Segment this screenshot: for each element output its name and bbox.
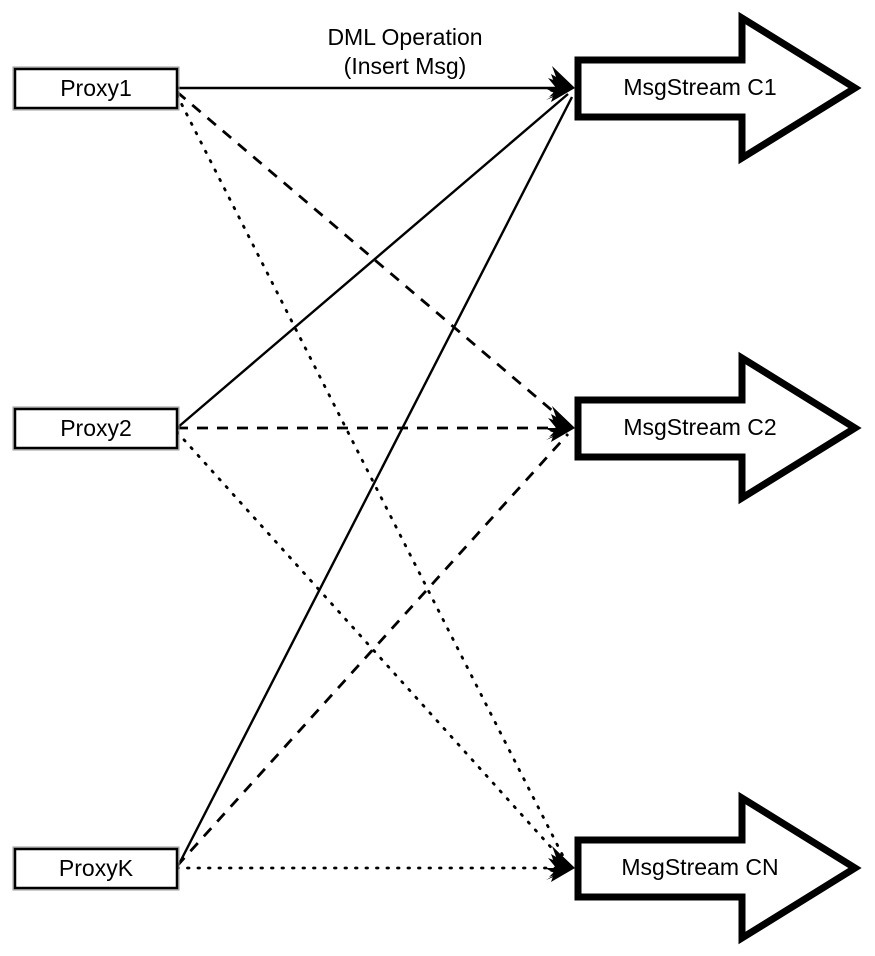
edge-proxy1-c2 (176, 90, 569, 426)
edge-caption-line1: DML Operation (327, 24, 482, 50)
proxy-node-proxy2[interactable]: Proxy2 (12, 406, 180, 451)
proxy-node-proxyk[interactable]: ProxyK (12, 846, 180, 891)
stream-node-cn[interactable]: MsgStream CN (574, 791, 862, 945)
arrowhead-layer (545, 66, 575, 882)
proxy-node-proxy1[interactable]: Proxy1 (12, 66, 180, 111)
edge-caption: DML Operation (Insert Msg) (327, 24, 482, 79)
msgstream-c1-label: MsgStream C1 (623, 74, 776, 100)
edge-proxyk-c2 (175, 433, 570, 867)
msgstream-cn-label: MsgStream CN (621, 854, 778, 880)
proxy1-label: Proxy1 (60, 75, 132, 101)
proxyk-box[interactable] (13, 847, 179, 890)
msgstream-cn-arrow-icon[interactable] (574, 791, 862, 945)
proxy1-box[interactable] (13, 67, 179, 110)
edge-proxy1-cn (175, 93, 568, 864)
msgstream-c1-arrow-icon[interactable] (574, 11, 862, 165)
stream-node-c1[interactable]: MsgStream C1 (574, 11, 862, 165)
arrowhead-cn (545, 846, 575, 882)
arrowhead-c2 (545, 406, 575, 442)
msgstream-c2-arrow-icon[interactable] (574, 351, 862, 505)
edge-proxy2-cn (175, 430, 568, 866)
proxy2-label: Proxy2 (60, 415, 132, 441)
stream-node-c2[interactable]: MsgStream C2 (574, 351, 862, 505)
arrowhead-c1 (545, 66, 575, 102)
edge-layer (175, 86, 574, 870)
proxy2-box[interactable] (13, 407, 179, 450)
edge-proxyk-c1 (175, 96, 574, 869)
proxyk-label: ProxyK (59, 855, 134, 881)
edge-caption-line2: (Insert Msg) (344, 53, 467, 79)
edge-proxy2-c1 (176, 93, 569, 429)
msgstream-c2-label: MsgStream C2 (623, 414, 776, 440)
